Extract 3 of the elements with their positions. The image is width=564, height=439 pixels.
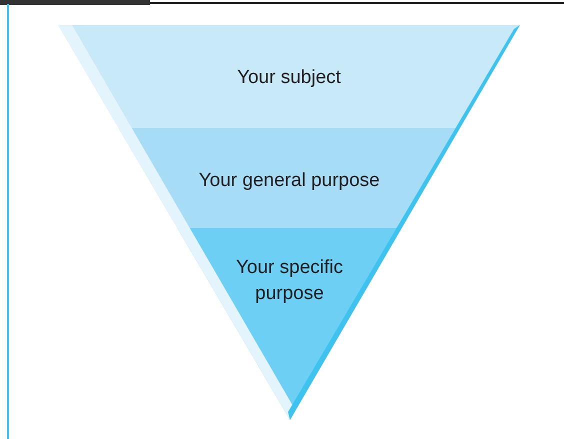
band-label: Your general purpose <box>198 169 380 193</box>
band-label: Your specific purpose <box>234 256 344 306</box>
band-label: Your subject <box>237 66 341 90</box>
